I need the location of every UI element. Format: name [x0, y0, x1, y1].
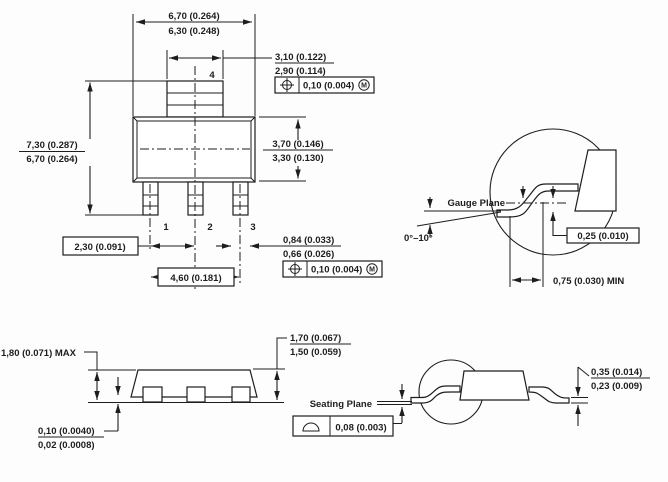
- package-body-profile: [459, 370, 530, 401]
- pin4-label: 4: [209, 70, 215, 81]
- leader-line: [84, 351, 98, 370]
- body-thickness-min-value: 1,50 (0.059): [290, 347, 341, 358]
- dim-foot-length: 0,75 (0.030) MIN: [509, 202, 624, 287]
- body-thickness-max-value: 1,70 (0.067): [290, 333, 341, 344]
- dim-lead-pitch: 2,30 (0.091): [62, 236, 194, 256]
- mmc-modifier-icon: M: [358, 79, 370, 91]
- svg-text:M: M: [369, 267, 375, 274]
- lead-thickness-min-value: 0,23 (0.009): [591, 381, 642, 392]
- package-body-front: [132, 116, 256, 183]
- dim-gauge-offset: 0,25 (0.010): [550, 186, 640, 244]
- lead-profile: [496, 183, 579, 218]
- left-lead-profile: [410, 385, 461, 404]
- tab-tolerance-value: 0,10 (0.004): [303, 81, 354, 92]
- gauge-plane-label: Gauge Plane: [447, 198, 505, 209]
- feature-control-frame-tab: 0,10 (0.004) M: [274, 76, 375, 94]
- dim-body-height-max: 3,70 (0.146): [272, 139, 323, 150]
- dim-tab-width-max: 3,10 (0.122): [275, 52, 326, 63]
- gauge-offset-value: 0,25 (0.010): [577, 231, 628, 242]
- dim-overall-width-max: 6,70 (0.264): [168, 11, 219, 22]
- lead-span-value: 4,60 (0.181): [170, 273, 221, 284]
- dim-tab-width-min: 2,90 (0.114): [275, 66, 326, 77]
- foot-length-value: 0,75 (0.030) MIN: [553, 276, 624, 287]
- standoff-max-value: 0,10 (0.0040): [38, 426, 95, 437]
- dim-body-height-min: 3,30 (0.130): [272, 153, 323, 164]
- dim-lead-angle: 0°–10°: [404, 197, 502, 244]
- dim-lead-width: 0,84 (0.033) 0,66 (0.026): [216, 235, 341, 260]
- dim-lead-width-min: 0,66 (0.026): [283, 249, 334, 260]
- dim-overall-height-max: 7,30 (0.287): [26, 140, 77, 151]
- lead-tolerance-value: 0,10 (0.004): [311, 265, 362, 276]
- package-body-side: [88, 369, 284, 404]
- max-height-value: 1,80 (0.071) MAX: [1, 348, 77, 359]
- true-position-icon: [280, 78, 294, 92]
- seating-plane-detail: Seating Plane 0,08 (0.003) 0,35 (0.014) …: [292, 359, 650, 437]
- dim-overall-height: 7,30 (0.287) 6,70 (0.264): [19, 80, 167, 216]
- pin2-label: 2: [207, 222, 212, 233]
- dim-lead-width-max: 0,84 (0.033): [283, 235, 334, 246]
- dim-overall-height-min: 6,70 (0.264): [26, 154, 77, 165]
- right-lead-profile: [528, 386, 570, 404]
- dim-seating-flatness: 0,08 (0.003): [292, 384, 405, 437]
- lead-angle-value: 0°–10°: [404, 233, 433, 244]
- dim-lead-span: 4,60 (0.181): [151, 267, 239, 287]
- gauge-plane-detail: Gauge Plane 0,25 (0.010) 0°–10° 0,75 (0.…: [404, 128, 640, 287]
- dim-standoff: 0,10 (0.0040) 0,02 (0.0008): [38, 377, 121, 451]
- lead-thickness-max-value: 0,35 (0.014): [591, 367, 642, 378]
- lead-foot: [186, 386, 206, 403]
- lead-pitch-value: 2,30 (0.091): [74, 242, 125, 253]
- dim-tab-width: 3,10 (0.122) 2,90 (0.114): [166, 50, 334, 79]
- tab-pin4: 4: [166, 70, 224, 118]
- dim-overall-width: 6,70 (0.264) 6,30 (0.248): [136, 11, 252, 37]
- dim-body-height: 3,70 (0.146) 3,30 (0.130): [259, 116, 333, 182]
- pin3-label: 3: [250, 222, 255, 233]
- pin1-label: 1: [163, 222, 169, 233]
- front-view: 6,70 (0.264) 6,30 (0.248) 3,10 (0.122) 2…: [19, 11, 383, 289]
- side-view: 1,80 (0.071) MAX 0,10 (0.0040) 0,02 (0.0…: [1, 333, 351, 451]
- flatness-tolerance-value: 0,08 (0.003): [335, 423, 386, 434]
- seating-plane-label: Seating Plane: [310, 399, 372, 410]
- dim-lead-thickness: 0,35 (0.014) 0,23 (0.009): [571, 366, 650, 426]
- dim-overall-width-min: 6,30 (0.248): [168, 26, 219, 37]
- svg-text:M: M: [361, 83, 367, 90]
- lead-foot: [142, 386, 163, 403]
- mmc-modifier-icon: M: [366, 263, 378, 275]
- profile-surface-icon: [302, 422, 320, 432]
- lead-foot: [231, 386, 251, 403]
- feature-control-frame-leads: 0,10 (0.004) M: [282, 260, 383, 278]
- standoff-min-value: 0,02 (0.0008): [38, 440, 95, 451]
- dim-body-thickness: 1,70 (0.067) 1,50 (0.059): [253, 333, 351, 400]
- true-position-icon: [288, 262, 302, 276]
- body-edge-profile: [574, 149, 617, 212]
